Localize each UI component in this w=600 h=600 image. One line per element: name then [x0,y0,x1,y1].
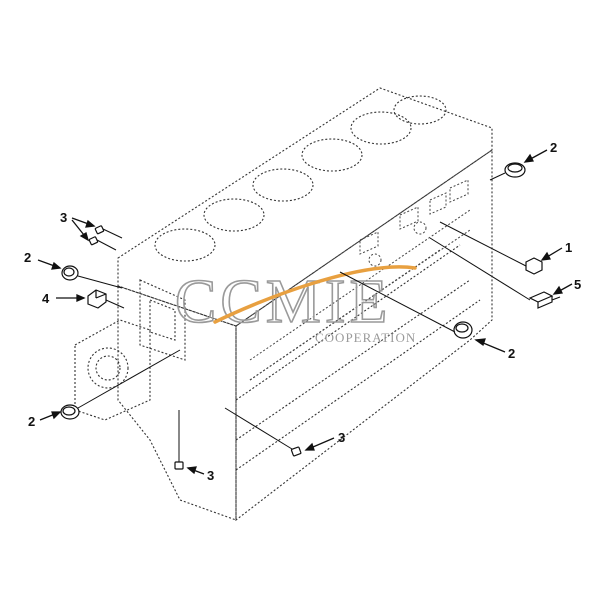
front-cover-detail [139,279,186,361]
cylinder-bores [154,95,447,262]
watermark-sub: COOPERATION [315,330,416,345]
callout-4: 4 [42,291,50,306]
cylinder-bore-4 [301,138,363,172]
watermark-brand: CCMIE [175,268,391,336]
side-face-details [249,179,471,381]
front-flange-inner-bore [95,355,121,381]
callout-3-lower-right: 3 [338,430,345,445]
pipe-plug-upper-2 [88,236,99,246]
fitting-1 [525,257,543,275]
leader-plug-lower-right [224,407,293,450]
side-rib [249,209,471,381]
callout-2-right: 2 [508,346,515,361]
expansion-plug-left [61,265,79,281]
expansion-plug-right [453,321,473,339]
leader-plug-left [77,275,123,289]
callout-3-upper-left: 3 [60,210,67,225]
leader-fitting-4 [105,299,125,309]
leader-plug-bottom-left [77,349,181,409]
callout-5: 5 [574,277,581,292]
pipe-plug-bottom [174,461,184,470]
leader-fitting-1 [439,221,527,267]
block-side-face [235,148,493,522]
leader-lines [77,172,531,462]
fitting-4 [87,289,107,309]
parts [60,162,561,470]
block-lower-rail [235,244,481,471]
watermark-swoosh [213,265,417,324]
side-boss-1 [359,231,379,255]
callout-1: 1 [565,240,572,255]
callout-2-top-right: 2 [550,140,557,155]
side-port-2 [413,221,427,235]
sensor-5 [528,291,561,309]
cylinder-bore-2 [203,198,265,232]
side-port [368,253,382,267]
side-boss-4 [449,179,469,203]
pipe-plug-lower-right [290,446,302,457]
pipe-plug-upper-1 [94,225,105,235]
leader-sensor-5 [429,237,531,301]
watermark: CCMIE COOPERATION [174,265,417,345]
cylinder-bore-6 [393,95,447,125]
callout-2-left: 2 [24,250,31,265]
side-boss-3 [429,192,447,215]
expansion-plug-top-right [504,162,526,178]
front-flange-bore [87,347,129,389]
front-flange [74,319,151,421]
engine-block [74,87,493,522]
callout-2-bottom-left: 2 [28,414,35,429]
leader-plug-upper-2 [96,239,117,251]
cylinder-bore-3 [252,168,314,202]
leader-plug-top-right [489,172,506,181]
leader-plug-upper-1 [102,228,123,239]
callouts [37,149,573,475]
cylinder-bore-5 [350,111,412,145]
leader-plug-right [339,271,456,333]
cylinder-bore-1 [154,228,216,262]
callout-labels: 2 1 5 2 3 3 2 4 2 3 [24,140,581,483]
callout-3-bottom: 3 [207,468,214,483]
side-boss-2 [399,206,419,230]
expansion-plug-bottom-left [60,404,80,420]
